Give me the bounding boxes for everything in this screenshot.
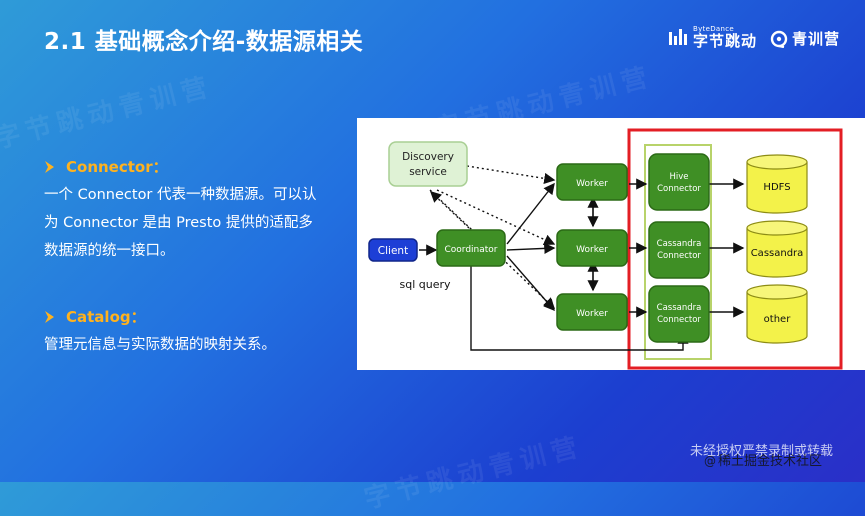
chevron-right-icon	[44, 310, 56, 324]
qingxunying-logo: 青训营	[770, 28, 840, 49]
connector-label-line2: Connector	[657, 315, 701, 325]
discovery-service-node	[388, 141, 468, 187]
discovery-label-line1: Discovery	[402, 151, 454, 163]
at-icon: @	[704, 454, 716, 468]
client-node	[368, 238, 418, 262]
worker-node	[556, 293, 628, 331]
worker-label: Worker	[576, 309, 608, 319]
worker-node	[556, 229, 628, 267]
other-datastore: other	[746, 284, 808, 344]
qingxunying-logo-icon	[770, 30, 788, 48]
connector-section: Connector： 一个 Connector 代表一种数据源。可以认为 Con…	[44, 156, 324, 265]
watermark-band-top: 字节跳动青训营	[0, 71, 217, 155]
sql-query-label: sql query	[399, 278, 451, 291]
catalog-description: 管理元信息与实际数据的映射关系。	[44, 337, 276, 353]
qingxunying-logo-text: 青训营	[792, 30, 841, 48]
connector-heading-text: Connector：	[66, 158, 168, 176]
connector-description: 一个 Connector 代表一种数据源。可以认为 Connector 是由 P…	[44, 187, 317, 259]
architecture-svg: Discovery service Client Coordinator sql…	[368, 128, 843, 370]
cassandra-datastore: Cassandra	[746, 220, 808, 278]
bytedance-logo: ByteDance 字节跳动	[668, 24, 757, 50]
copyright-notice: 未经授权严禁录制或转载	[690, 444, 834, 459]
discovery-label-line2: service	[409, 166, 447, 178]
catalog-heading: Catalog：	[44, 306, 324, 327]
connector-highlight-frame	[627, 128, 843, 370]
datastore-label: Cassandra	[751, 248, 804, 259]
worker-node	[556, 163, 628, 201]
connector-label-line2: Connector	[657, 251, 701, 261]
juejin-watermark-text: 稀土掘金技术社区	[718, 454, 823, 469]
connector-label-line1: Hive	[669, 172, 688, 182]
diagram-edges	[419, 178, 745, 351]
connector-label-line1: Cassandra	[657, 239, 702, 249]
datastore-label: other	[764, 314, 792, 325]
bytedance-logo-en: ByteDance	[693, 24, 734, 33]
worker-label: Worker	[576, 245, 608, 255]
bytedance-logo-icon	[668, 27, 688, 47]
connector-heading: Connector：	[44, 156, 324, 177]
chevron-right-icon	[44, 160, 56, 174]
hive-connector-node	[648, 153, 710, 211]
catalog-heading-text: Catalog：	[66, 308, 146, 326]
hdfs-datastore: HDFS	[746, 154, 808, 214]
connector-label-line1: Cassandra	[657, 303, 702, 313]
coordinator-label: Coordinator	[444, 245, 497, 255]
datastore-label: HDFS	[763, 182, 790, 193]
watermark-band-bottom: 字节跳动青训营	[361, 431, 587, 515]
other-connector-node	[648, 285, 710, 343]
juejin-watermark: @稀土掘金技术社区	[704, 450, 822, 469]
catalog-section: Catalog： 管理元信息与实际数据的映射关系。	[44, 306, 324, 359]
connector-label-line2: Connector	[657, 184, 701, 194]
coordinator-node	[436, 229, 506, 267]
worker-label: Worker	[576, 179, 608, 189]
bytedance-logo-cn: 字节跳动	[693, 31, 758, 50]
cassandra-connector-node	[648, 221, 710, 279]
client-label: Client	[378, 245, 408, 257]
slide-title: 2.1 基础概念介绍-数据源相关	[44, 29, 364, 55]
presto-architecture-diagram: Discovery service Client Coordinator sql…	[357, 118, 865, 370]
